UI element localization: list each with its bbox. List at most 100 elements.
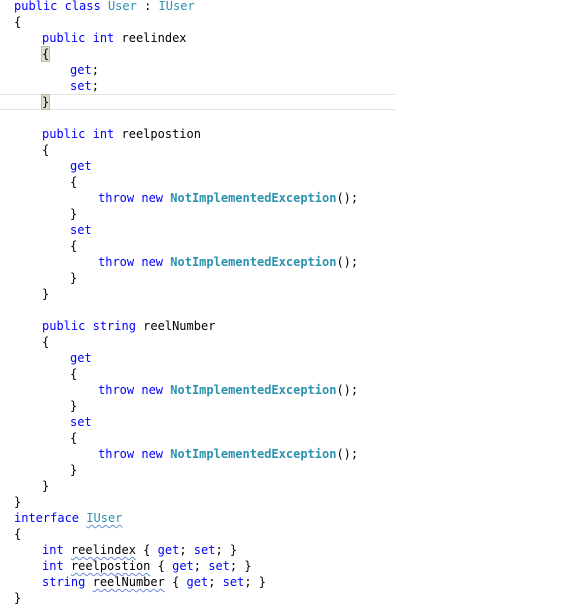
code-token: reelpostion (114, 127, 201, 141)
code-token: User (107, 0, 137, 13)
code-token: { (14, 527, 22, 541)
code-line[interactable]: } (70, 398, 77, 414)
code-line[interactable]: { (70, 366, 77, 382)
code-token: string (92, 319, 136, 333)
code-line[interactable]: } (70, 270, 77, 286)
code-token: class (64, 0, 101, 13)
code-token-error: reelindex (70, 543, 136, 557)
code-token: } (14, 591, 22, 605)
code-line[interactable]: get; (70, 62, 99, 78)
code-token: get (70, 159, 92, 173)
code-line[interactable]: set; (70, 78, 99, 94)
code-token: int (92, 31, 115, 45)
code-line[interactable]: { (42, 334, 49, 350)
code-token: get (70, 63, 92, 77)
code-line[interactable]: interface IUser (14, 510, 122, 526)
code-token: interface (14, 511, 80, 525)
code-token: (); (336, 383, 359, 397)
code-token: } (70, 399, 78, 413)
code-token (64, 559, 71, 573)
code-token: : (136, 0, 159, 13)
code-line[interactable]: public int reelpostion (42, 126, 201, 142)
code-token: set (193, 543, 216, 557)
code-token: { (150, 559, 173, 573)
code-line[interactable]: set (70, 222, 92, 238)
code-token: throw (98, 191, 135, 205)
code-token: ; } (215, 543, 238, 557)
code-line[interactable]: } (14, 494, 21, 510)
code-token: new (141, 191, 164, 205)
code-line[interactable]: { (70, 430, 77, 446)
code-line[interactable]: } (70, 462, 77, 478)
code-token: IUser (158, 0, 195, 13)
code-token: { (70, 239, 78, 253)
code-token: new (141, 383, 164, 397)
code-token-error: IUser (86, 511, 123, 525)
code-line[interactable]: get (70, 350, 92, 366)
code-token (101, 0, 108, 13)
code-token: ; (193, 559, 209, 573)
code-line[interactable]: public string reelNumber (42, 318, 215, 334)
code-token (85, 127, 92, 141)
code-token: ; } (229, 559, 252, 573)
code-token: set (70, 415, 92, 429)
code-line[interactable]: } (42, 286, 49, 302)
code-token: NotImplementedException (170, 383, 337, 397)
code-line[interactable]: { (70, 174, 77, 190)
code-line[interactable]: set (70, 414, 92, 430)
code-token: set (208, 559, 230, 573)
code-token: (); (336, 255, 359, 269)
code-token: int (42, 559, 64, 573)
code-line[interactable]: throw new NotImplementedException(); (98, 446, 358, 462)
code-line[interactable]: } (40, 94, 51, 110)
code-token: set (222, 575, 245, 589)
code-token: { (135, 543, 158, 557)
code-line[interactable]: { (14, 14, 21, 30)
code-line[interactable]: int reelindex { get; set; } (42, 542, 237, 558)
current-line-highlight (0, 94, 395, 110)
code-token: { (14, 15, 22, 29)
code-line[interactable]: public class User : IUser (14, 0, 195, 14)
code-token: ; (91, 79, 99, 93)
code-token (85, 575, 92, 589)
code-line[interactable]: throw new NotImplementedException(); (98, 190, 358, 206)
code-line[interactable]: } (42, 478, 49, 494)
code-token: throw (98, 255, 135, 269)
code-token: public (14, 0, 58, 13)
code-token: new (141, 447, 164, 461)
code-line[interactable]: throw new NotImplementedException(); (98, 254, 358, 270)
code-token: int (92, 127, 115, 141)
code-line[interactable]: public int reelindex (42, 30, 187, 46)
code-token: } (70, 271, 78, 285)
code-line[interactable]: throw new NotImplementedException(); (98, 382, 358, 398)
code-token: get (172, 559, 194, 573)
code-token: set (70, 223, 92, 237)
code-line[interactable]: int reelpostion { get; set; } (42, 558, 252, 574)
code-token: ; (91, 63, 99, 77)
code-token-error: reelpostion (70, 559, 151, 573)
code-line[interactable]: } (14, 590, 21, 606)
code-token: public (42, 127, 86, 141)
code-token: (); (336, 447, 359, 461)
code-token: get (157, 543, 180, 557)
code-token: ; (208, 575, 223, 589)
code-token: public (42, 31, 86, 45)
code-line[interactable]: get (70, 158, 92, 174)
code-token: { (70, 175, 78, 189)
code-token: } (42, 479, 50, 493)
matched-brace: { (40, 46, 51, 62)
code-token: (); (336, 191, 359, 205)
code-token: NotImplementedException (170, 447, 337, 461)
code-line[interactable]: { (42, 142, 49, 158)
code-line[interactable]: } (70, 206, 77, 222)
code-token: int (42, 543, 64, 557)
code-token: { (42, 143, 50, 157)
code-token (85, 31, 92, 45)
code-line[interactable]: { (14, 526, 21, 542)
code-line[interactable]: { (40, 46, 51, 62)
code-token (85, 319, 92, 333)
code-token: throw (98, 383, 135, 397)
code-line[interactable]: string reelNumber { get; set; } (42, 574, 266, 590)
code-line[interactable]: { (70, 238, 77, 254)
